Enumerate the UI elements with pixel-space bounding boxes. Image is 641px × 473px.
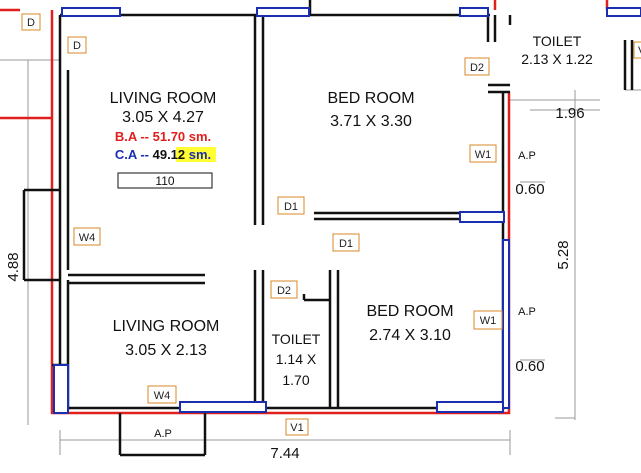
svg-text:D: D <box>73 40 81 52</box>
carpet-area-prefix: C.A -- <box>115 147 153 162</box>
walls <box>22 0 634 457</box>
svg-text:D1: D1 <box>339 238 353 250</box>
svg-text:W1: W1 <box>480 315 497 327</box>
area-info: B.A -- 51.70 sm. C.A -- 49.12 sm. 110 <box>115 129 216 189</box>
dim-7-44: 7.44 <box>270 445 299 462</box>
svg-text:W1: W1 <box>475 149 492 161</box>
room-size-living-main: 3.05 X 4.27 <box>122 109 204 126</box>
unit-number: 110 <box>155 174 174 188</box>
room-name-living-small: LIVING ROOM <box>113 318 220 335</box>
unit-number-box <box>117 172 213 189</box>
dimension-text: 1.96 0.60 5.28 4.88 0.60 7.44 <box>5 105 585 462</box>
tag-w1-top: W1 <box>469 144 497 163</box>
ap-labels: A.P A.P A.P <box>154 150 536 440</box>
built-area-label: B.A -- 51.70 sm. <box>115 129 211 144</box>
opening-tags: D D D2 W1 D1 D1 W4 D2 W1 W4 V1 V <box>21 13 641 436</box>
tag-d2-mid: D2 <box>270 280 298 299</box>
dimension-lines <box>0 59 641 455</box>
ap-label-top: A.P <box>518 150 536 162</box>
svg-text:V1: V1 <box>290 422 303 434</box>
tag-d-top: D <box>21 13 41 31</box>
tag-d1-bed: D1 <box>277 196 305 215</box>
windows <box>53 7 641 414</box>
svg-text:V: V <box>638 45 641 57</box>
room-labels: LIVING ROOM 3.05 X 4.27 BED ROOM 3.71 X … <box>110 33 593 388</box>
carpet-area-suffix: sm. <box>185 147 211 162</box>
tag-d-left: D <box>67 36 87 54</box>
svg-text:W4: W4 <box>154 390 171 402</box>
svg-text:D2: D2 <box>470 62 484 74</box>
room-size-toilet-mid-1: 1.14 X <box>276 351 317 367</box>
dim-5-28: 5.28 <box>555 240 572 269</box>
room-size-bed-bottom: 2.74 X 3.10 <box>369 327 451 344</box>
room-name-bed-bottom: BED ROOM <box>366 303 453 320</box>
tag-w4-bottom: W4 <box>147 385 177 404</box>
room-size-toilet-mid-2: 1.70 <box>282 372 309 388</box>
tag-w4-left: W4 <box>73 227 101 246</box>
ap-label-mid: A.P <box>518 306 536 318</box>
tag-v-edge: V <box>633 41 641 59</box>
dim-4-88: 4.88 <box>5 252 22 281</box>
carpet-area-value: 49.12 <box>153 147 186 162</box>
room-name-toilet-mid: TOILET <box>272 331 321 347</box>
carpet-area-label: C.A -- 49.12 sm. <box>115 147 211 162</box>
ap-label-bottom: A.P <box>154 428 172 440</box>
room-name-toilet-top: TOILET <box>533 33 582 49</box>
svg-text:D2: D2 <box>277 285 291 297</box>
svg-text:D1: D1 <box>284 201 298 213</box>
svg-text:W4: W4 <box>79 232 96 244</box>
tag-w1-bottom: W1 <box>473 310 503 330</box>
tag-d1-hall: D1 <box>332 233 360 252</box>
carpet-area-highlight <box>176 147 216 162</box>
svg-text:D: D <box>27 17 35 29</box>
dim-0-60-top: 0.60 <box>515 181 544 198</box>
dim-0-60-bottom: 0.60 <box>515 358 544 375</box>
room-name-living-main: LIVING ROOM <box>110 90 217 107</box>
tag-d2-toilet: D2 <box>464 57 490 76</box>
room-size-toilet-top: 2.13 X 1.22 <box>521 51 593 67</box>
tag-v1: V1 <box>285 418 309 436</box>
dim-1-96: 1.96 <box>555 105 584 122</box>
room-name-bed-top: BED ROOM <box>327 90 414 107</box>
room-size-bed-top: 3.71 X 3.30 <box>330 113 412 130</box>
room-size-living-small: 3.05 X 2.13 <box>125 342 207 359</box>
